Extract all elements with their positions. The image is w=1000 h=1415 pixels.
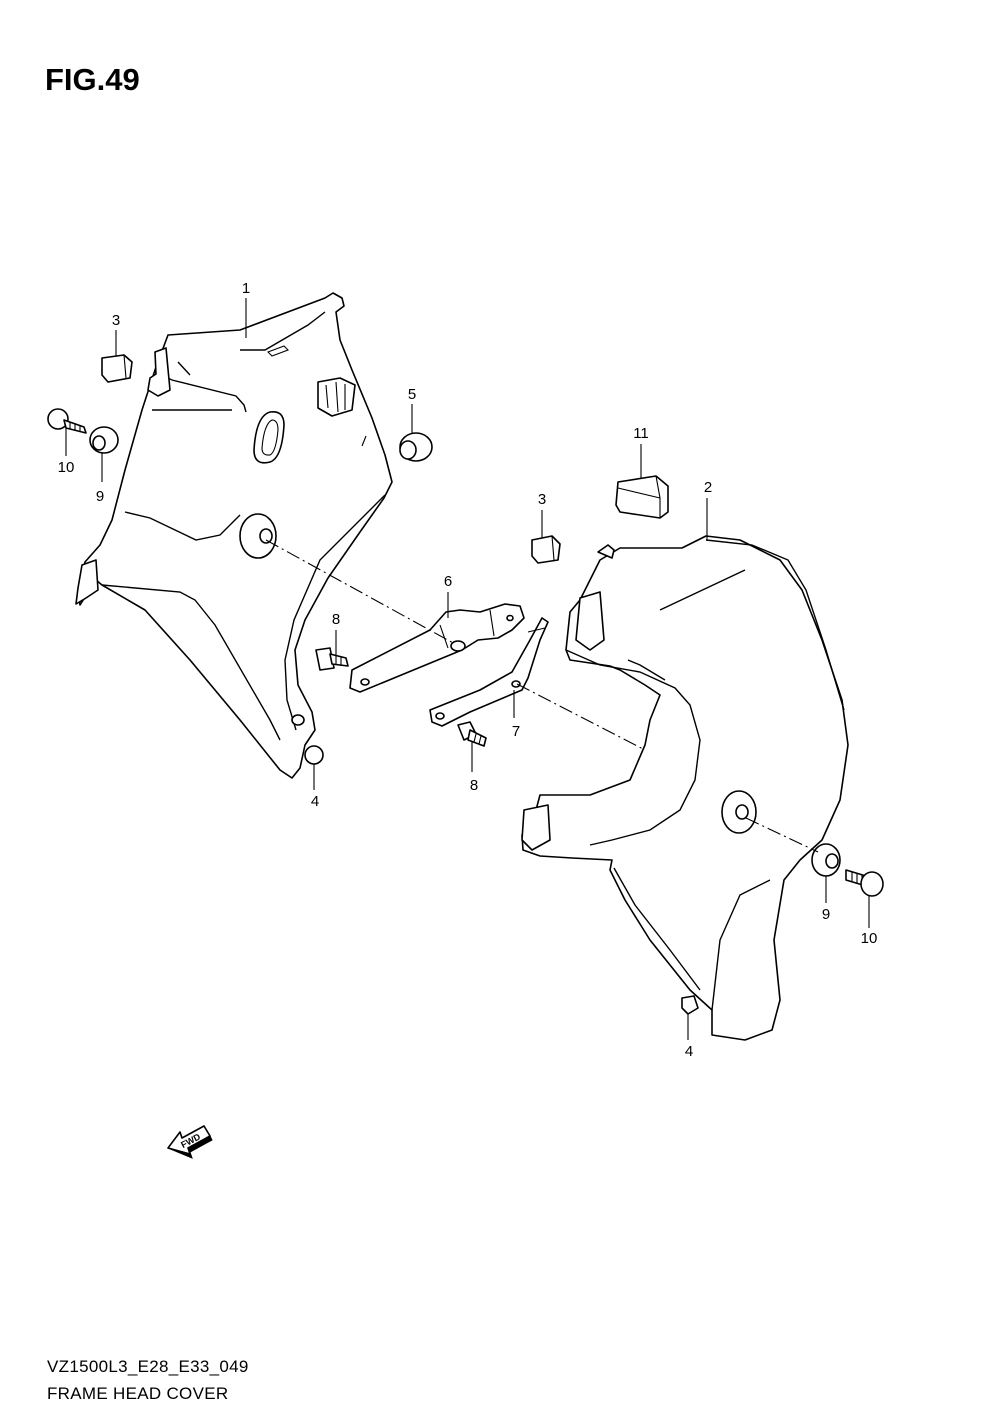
- callout-1: 1: [242, 280, 250, 297]
- callout-10-right: 10: [861, 930, 878, 947]
- assembly-line-right-hole: [745, 817, 819, 853]
- callout-2: 2: [704, 479, 712, 496]
- bolt-8-lower: [457, 721, 487, 747]
- leader-lines: [65, 298, 870, 1040]
- callout-8-upper: 8: [332, 611, 340, 628]
- figure-title: FIG.49: [45, 62, 140, 97]
- clip-4-right: [681, 995, 699, 1015]
- callout-11: 11: [633, 425, 649, 442]
- callout-9-right: 9: [822, 906, 830, 923]
- callout-5: 5: [408, 386, 416, 403]
- grommet-9-right: [811, 843, 841, 877]
- callout-9-left: 9: [96, 488, 104, 505]
- callout-6: 6: [444, 573, 452, 590]
- callout-4-right: 4: [685, 1043, 693, 1060]
- callout-7: 7: [512, 723, 520, 740]
- callout-3-left: 3: [112, 312, 120, 329]
- assembly-line-bracket7: [516, 683, 646, 751]
- clip-3-right: [531, 535, 561, 564]
- grommet-5: [399, 432, 433, 462]
- bracket-6: [349, 603, 525, 693]
- left-frame-head-cover: [75, 292, 393, 779]
- figure-name: FRAME HEAD COVER: [47, 1384, 229, 1403]
- cushion-11: [615, 475, 669, 519]
- clip-3-left: [101, 354, 133, 383]
- callout-3-right: 3: [538, 491, 546, 508]
- assembly-line-left-hole: [265, 539, 456, 645]
- bolt-8-upper: [315, 647, 349, 671]
- fwd-arrow-icon: FWD: [167, 1125, 213, 1159]
- clip-4-left: [304, 745, 324, 765]
- grommet-9-left: [89, 426, 119, 454]
- callout-10-left: 10: [58, 459, 75, 476]
- bracket-7: [429, 617, 549, 727]
- screw-10-left: [47, 408, 87, 434]
- figure-code: VZ1500L3_E28_E33_049: [47, 1357, 249, 1376]
- callout-4-left: 4: [311, 793, 319, 810]
- screw-10-right: [845, 869, 884, 897]
- callout-8-lower: 8: [470, 777, 478, 794]
- right-frame-head-cover: [521, 535, 849, 1041]
